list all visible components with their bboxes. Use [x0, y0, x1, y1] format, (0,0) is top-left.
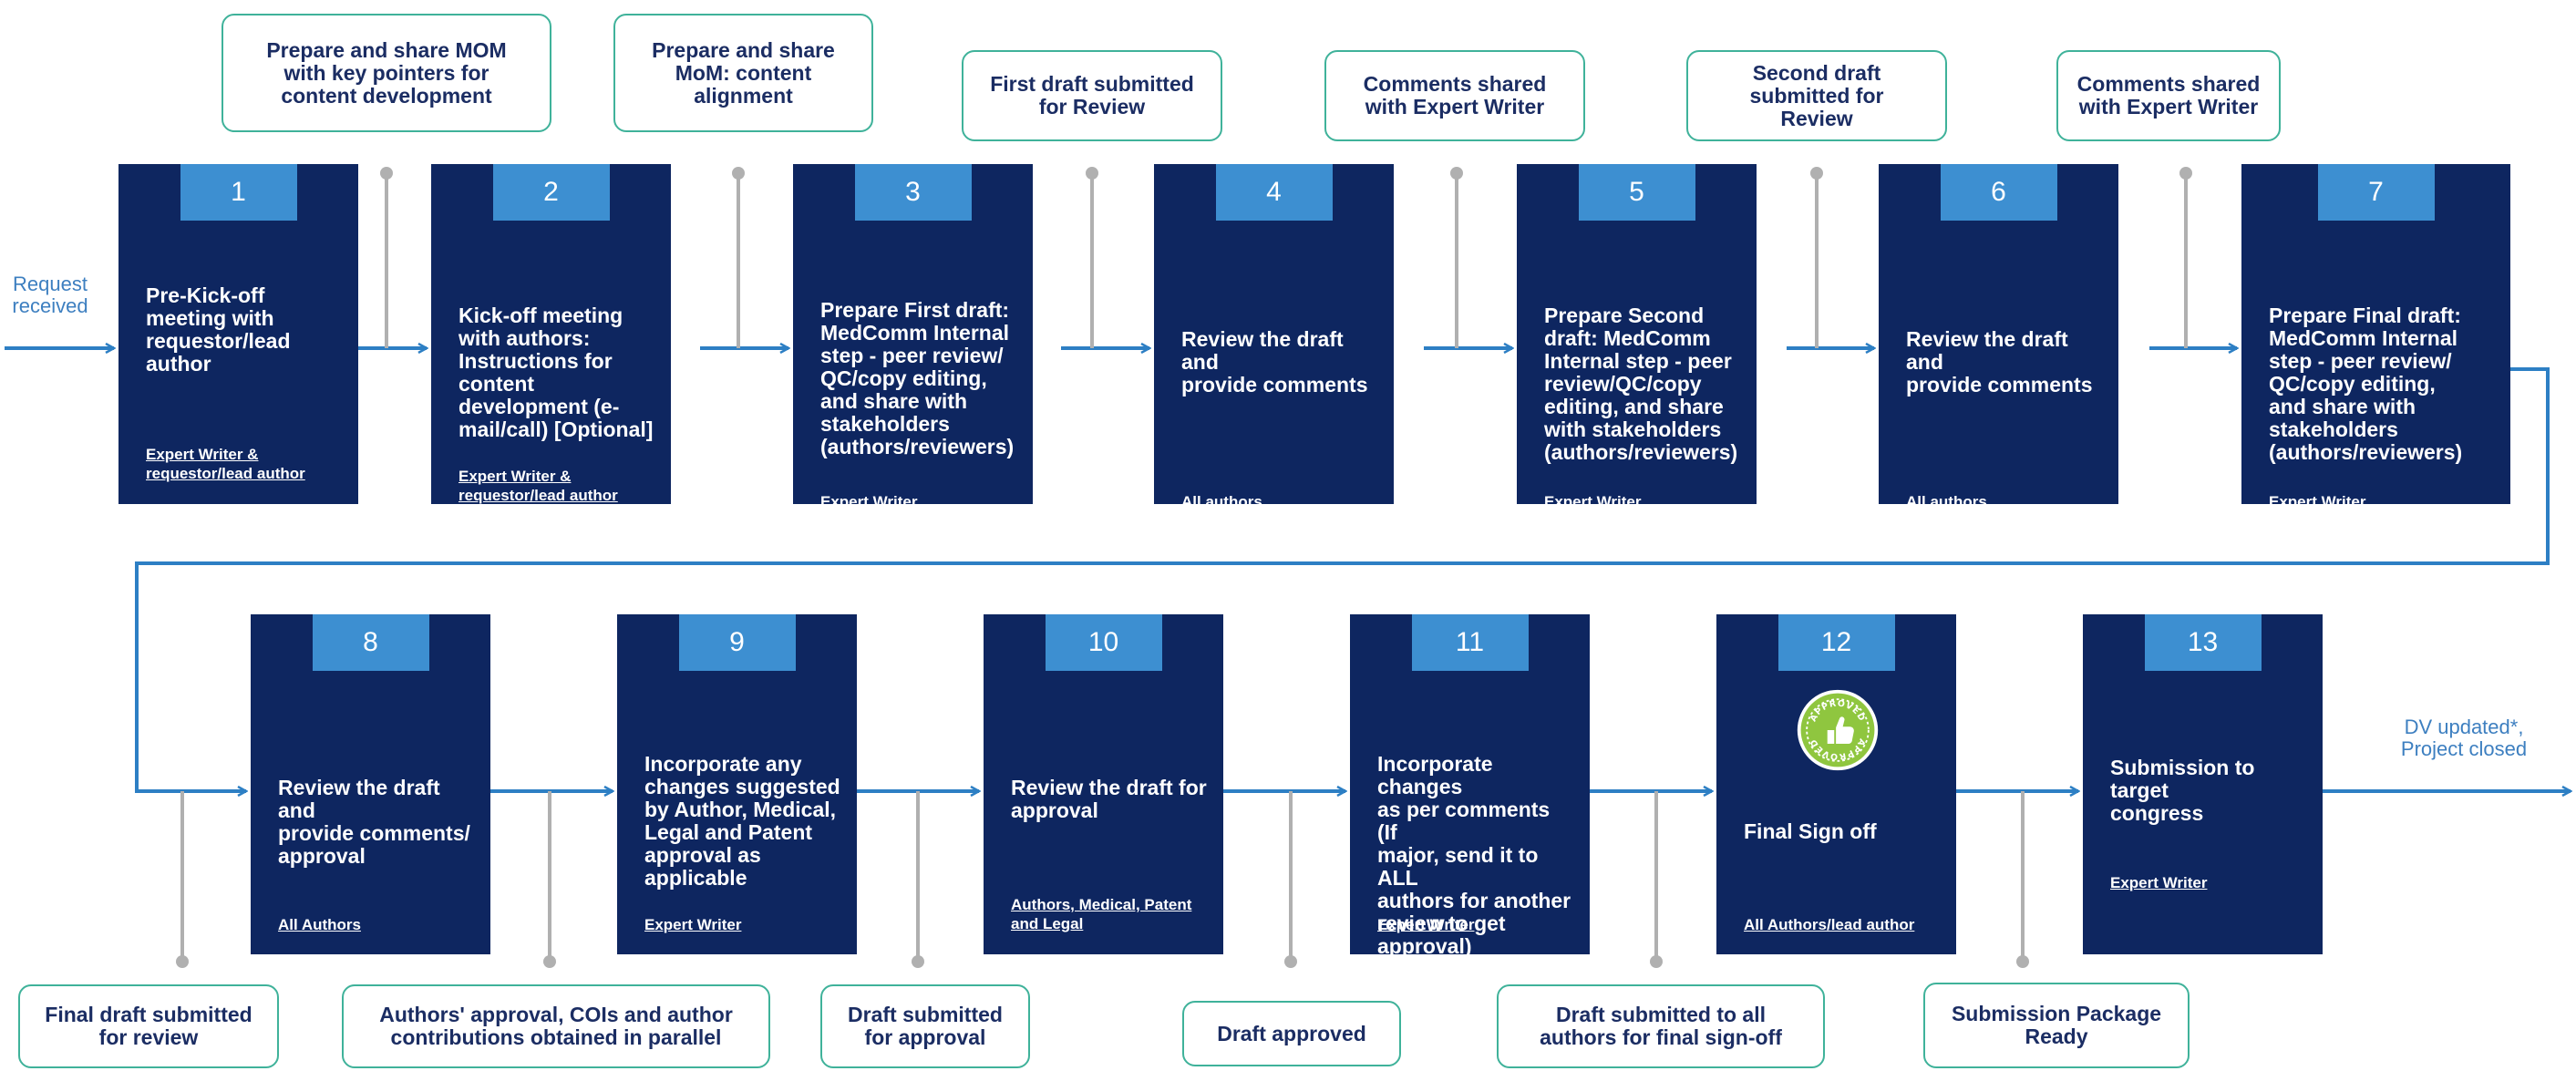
step-owner: Expert Writer & requestor/lead author: [459, 468, 618, 504]
step-number: 2: [492, 164, 610, 221]
note-authors-approval-cois: Authors' approval, COIs and author contr…: [342, 984, 770, 1068]
note-prepare-mom-alignment: Prepare and share MoM: content alignment: [613, 14, 873, 132]
step-6: 6 Review the draft and provide comments …: [1879, 164, 2118, 510]
connector-dot: [912, 955, 924, 968]
step-owner: Expert Writer: [2110, 874, 2208, 891]
request-received-label: Request received: [12, 273, 88, 317]
step-description: Prepare First draft: MedComm Internal st…: [820, 298, 1015, 458]
step-description: Final Sign off: [1744, 819, 1877, 843]
step-3: 3 Prepare First draft: MedComm Internal …: [793, 164, 1033, 510]
connector-dot: [1450, 167, 1463, 180]
step-number: 8: [312, 614, 429, 671]
step-number: 13: [2144, 614, 2262, 671]
step-4: 4 Review the draft and provide comments …: [1154, 164, 1394, 510]
connector-dot: [1284, 955, 1297, 968]
project-closed-label: DV updated*, Project closed: [2400, 716, 2528, 760]
step-owner: Expert Writer & requestor/lead author: [146, 446, 305, 482]
step-description: Incorporate changes as per comments (If …: [1377, 752, 1571, 958]
step-owner: All authors: [1906, 493, 1987, 510]
note-first-draft-submitted: First draft submitted for Review: [962, 50, 1222, 141]
approved-stamp-icon: APPROVED APPROVED: [1797, 689, 1879, 771]
step-description: Review the draft and provide comments: [1906, 327, 2093, 396]
step-description: Prepare Final draft: MedComm Internal st…: [2269, 304, 2463, 464]
step-owner: Expert Writer: [1544, 493, 1642, 510]
note-draft-approved: Draft approved: [1182, 1001, 1401, 1066]
step-number: 9: [678, 614, 796, 671]
connector-dot: [2179, 167, 2192, 180]
step-number: 10: [1045, 614, 1162, 671]
connector-dot: [543, 955, 556, 968]
note-final-draft-submitted: Final draft submitted for review: [18, 984, 279, 1068]
step-owner: Expert Writer: [644, 916, 742, 933]
step-number: 3: [854, 164, 972, 221]
note-prepare-mom: Prepare and share MOM with key pointers …: [222, 14, 551, 132]
connector-dot: [2016, 955, 2029, 968]
step-number: 4: [1215, 164, 1333, 221]
connector-dot: [1086, 167, 1098, 180]
note-second-draft-submitted: Second draft submitted for Review: [1686, 50, 1947, 141]
step-description: Review the draft for approval: [1011, 776, 1207, 822]
step-description: Prepare Second draft: MedComm Internal s…: [1544, 304, 1738, 464]
step-8: 8 Review the draft and provide comments/…: [251, 614, 490, 954]
step-13: 13 Submission to target congress Expert …: [2083, 614, 2323, 954]
step-owner: Authors, Medical, Patent and Legal: [1011, 896, 1192, 932]
step-description: Kick-off meeting with authors: Instructi…: [459, 304, 654, 441]
note-submission-package-ready: Submission Package Ready: [1923, 983, 2190, 1068]
step-5: 5 Prepare Second draft: MedComm Internal…: [1517, 164, 1757, 510]
note-draft-submitted-approval: Draft submitted for approval: [820, 984, 1030, 1068]
connector-dot: [1650, 955, 1663, 968]
step-12: 12 APPROVED APPROVED Final Sign off All …: [1716, 614, 1956, 954]
step-number: 6: [1940, 164, 2057, 221]
wrap-flow-arrow: [135, 367, 2550, 791]
step-number: 5: [1578, 164, 1695, 221]
step-9: 9 Incorporate any changes suggested by A…: [617, 614, 857, 954]
connector-dot: [380, 167, 393, 180]
step-description: Pre-Kick-off meeting with requestor/lead…: [146, 283, 291, 376]
step-owner: All Authors/lead author: [1744, 916, 1915, 933]
note-comments-shared: Comments shared with Expert Writer: [1324, 50, 1585, 141]
step-10: 10 Review the draft for approval Authors…: [984, 614, 1223, 954]
note-draft-submitted-signoff: Draft submitted to all authors for final…: [1497, 984, 1825, 1068]
step-number: 7: [2317, 164, 2435, 221]
step-description: Incorporate any changes suggested by Aut…: [644, 752, 840, 890]
connector-dot: [176, 955, 189, 968]
step-owner: Expert Writer: [2269, 493, 2366, 510]
step-owner: All Authors: [278, 916, 361, 933]
step-2: 2 Kick-off meeting with authors: Instruc…: [431, 164, 671, 504]
step-description: Submission to target congress: [2110, 756, 2255, 825]
step-1: 1 Pre-Kick-off meeting with requestor/le…: [118, 164, 358, 504]
step-11: 11 Incorporate changes as per comments (…: [1350, 614, 1590, 958]
step-number: 11: [1411, 614, 1529, 671]
step-description: Review the draft and provide comments/ a…: [278, 776, 470, 868]
step-description: Review the draft and provide comments: [1181, 327, 1368, 396]
note-comments-shared-2: Comments shared with Expert Writer: [2056, 50, 2281, 141]
step-owner: Expert Writer: [1377, 916, 1475, 933]
step-number: 1: [180, 164, 297, 221]
step-owner: All authors: [1181, 493, 1262, 510]
step-number: 12: [1777, 614, 1895, 671]
connector-dot: [732, 167, 745, 180]
step-owner: Expert Writer: [820, 493, 918, 510]
connector-dot: [1810, 167, 1823, 180]
step-7: 7 Prepare Final draft: MedComm Internal …: [2241, 164, 2510, 510]
